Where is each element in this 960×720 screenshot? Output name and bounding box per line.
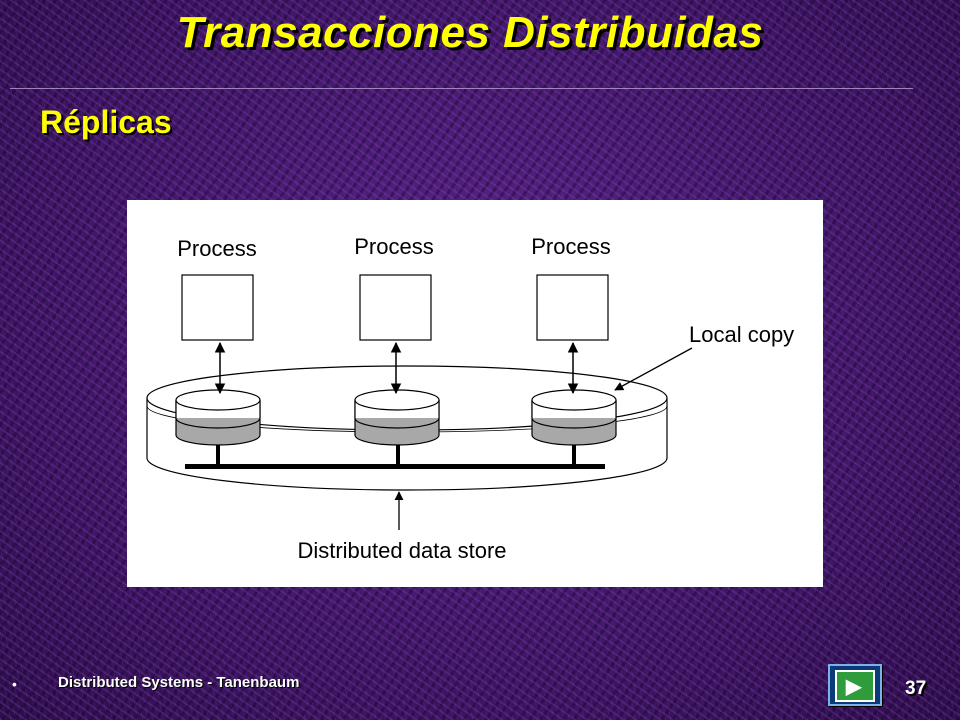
local-copy-label: Local copy <box>689 322 794 347</box>
footer-bullet: • <box>12 676 17 692</box>
data-store-label: Distributed data store <box>297 538 506 563</box>
bus-connector-3 <box>572 443 576 465</box>
process-box-1 <box>181 274 254 341</box>
page-number: 37 <box>905 678 927 699</box>
process-box-3 <box>536 274 609 341</box>
process-box-2 <box>359 274 432 341</box>
slide-title: Transacciones Distribuidas <box>176 8 764 57</box>
slide-subtitle: Réplicas <box>40 104 172 140</box>
local-copy-disk-2 <box>354 389 440 446</box>
network-bus <box>185 464 605 469</box>
local-copy-disk-3 <box>531 389 617 446</box>
bus-connector-2 <box>396 443 400 465</box>
presentation-logo-icon[interactable]: ▶ <box>828 664 882 706</box>
process-label-2: Process <box>354 234 433 259</box>
footer-source: Distributed Systems - Tanenbaum <box>58 674 300 691</box>
bus-connector-1 <box>216 443 220 465</box>
logo-inner: ▶ <box>835 670 875 702</box>
title-divider <box>10 88 913 89</box>
process-label-3: Process <box>531 234 610 259</box>
local-copy-disk-1 <box>175 389 261 446</box>
process-label-1: Process <box>177 236 256 261</box>
local-copy-pointer-arrow <box>614 347 693 391</box>
diagram-canvas: Process Process Process <box>146 234 794 563</box>
replication-diagram: Process Process Process <box>127 200 823 587</box>
logo-mark-icon: ▶ <box>846 676 862 698</box>
